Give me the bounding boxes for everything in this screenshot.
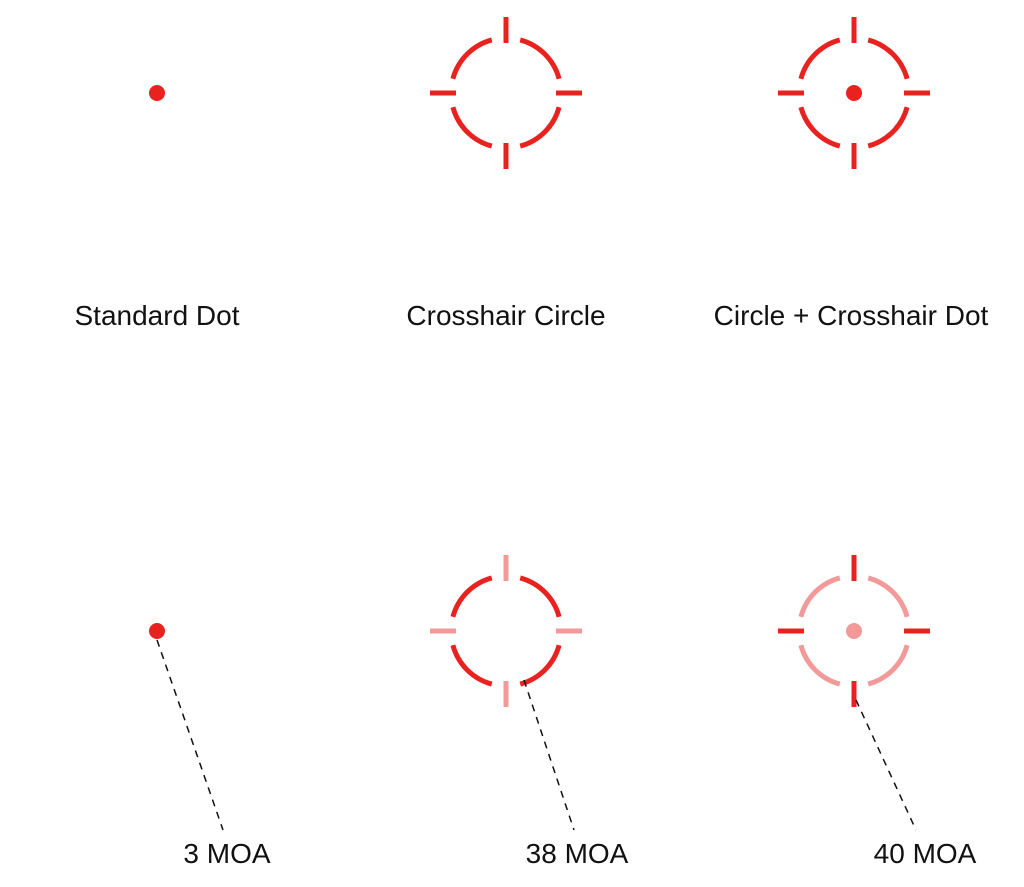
size-38-moa-circle-arc-1 [519, 644, 562, 687]
reticle-name-circle-crosshair-dot: Circle + Crosshair Dot [714, 300, 989, 331]
leader-line-38-moa [523, 679, 575, 831]
size-40-moa-dimmed-dot [846, 623, 862, 639]
size-3-moa-dot [149, 623, 165, 639]
reticle-name-standard-dot: Standard Dot [75, 300, 240, 331]
crosshair-circle-reticle-arc-0 [519, 37, 562, 80]
circle-crosshair-dot-reticle-arc-1 [867, 106, 910, 149]
circle-crosshair-dot-reticle-arc-0 [867, 37, 910, 80]
size-40-moa-dimmed-circle-arc-2 [798, 644, 841, 687]
size-38-moa-circle-arc-0 [519, 575, 562, 618]
standard-dot-reticle [149, 85, 165, 101]
size-40-moa-dimmed-circle-arc-3 [798, 575, 841, 618]
crosshair-circle-reticle-arc-2 [450, 106, 493, 149]
circle-crosshair-dot-reticle-arc-2 [798, 106, 841, 149]
crosshair-circle-reticle-arc-1 [519, 106, 562, 149]
size-38-moa-circle-arc-3 [450, 575, 493, 618]
size-label-3-moa: 3 MOA [183, 838, 270, 869]
leader-line-3-moa [156, 639, 224, 831]
size-label-38-moa: 38 MOA [526, 838, 629, 869]
leader-line-40-moa [855, 699, 917, 831]
crosshair-circle-reticle-arc-3 [450, 37, 493, 80]
size-40-moa-dimmed-circle-arc-0 [867, 575, 910, 618]
size-label-40-moa: 40 MOA [874, 838, 977, 869]
size-40-moa-dimmed-circle-arc-1 [867, 644, 910, 687]
circle-crosshair-dot-reticle-arc-3 [798, 37, 841, 80]
reticle-name-crosshair-circle: Crosshair Circle [406, 300, 605, 331]
size-38-moa-circle-arc-2 [450, 644, 493, 687]
circle-crosshair-dot-reticle-center-dot [846, 85, 862, 101]
